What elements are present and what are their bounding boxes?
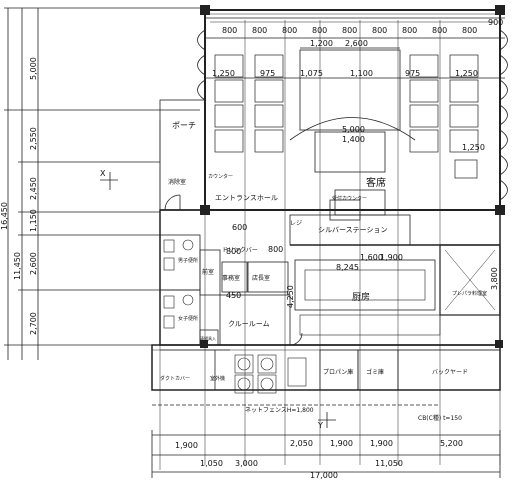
dim-left-seg-1: 2,550 <box>29 127 38 150</box>
dim-left-seg-4: 2,600 <box>29 252 38 275</box>
label-counter: カウンター <box>208 173 233 180</box>
dim-bottom-mid-total: 11,050 <box>375 459 403 468</box>
dim-side-2: 450 <box>226 291 241 300</box>
label-kitchen: 厨房 <box>352 291 370 303</box>
label-outdoor-unit: 室外機 <box>210 375 225 382</box>
dim-top-0: 800 <box>222 26 237 35</box>
label-toilet-m: 男子便所 <box>178 257 198 264</box>
label-garbage: ゴミ庫 <box>366 368 384 376</box>
label-manager-room: 店長室 <box>252 274 270 282</box>
dim-top-5: 800 <box>372 26 387 35</box>
label-duct: ダクトカバー <box>160 375 190 382</box>
dim-top-1: 800 <box>252 26 267 35</box>
dim-bottom-3: 5,200 <box>440 439 463 448</box>
dim-hall-5: 1,250 <box>455 69 478 78</box>
dim-top-2: 800 <box>282 26 297 35</box>
dim-top-3: 800 <box>312 26 327 35</box>
dim-hall-2: 1,075 <box>300 69 323 78</box>
label-office: 事務室 <box>222 274 240 282</box>
dim-side-3: 600 <box>232 223 247 232</box>
dim-side-0: 800 <box>226 247 241 256</box>
dim-left-total: 16,450 <box>0 202 9 230</box>
dim-top-8: 800 <box>462 26 477 35</box>
label-cleaning: 消除室 <box>168 178 186 186</box>
label-propane: プロパン庫 <box>323 368 353 376</box>
label-guest-seats: 客席 <box>366 176 386 189</box>
dim-hall-3: 1,100 <box>350 69 373 78</box>
dim-bottom-2: 1,900 <box>370 439 393 448</box>
dim-center-top-1: 2,600 <box>345 39 368 48</box>
label-crew-room: クルールーム <box>228 320 270 328</box>
dim-left-seg-3: 1,150 <box>29 209 38 232</box>
dim-top-7: 800 <box>432 26 447 35</box>
label-fence: ネットフェンスH=1,800 <box>245 407 314 414</box>
dim-hall-0: 1,250 <box>212 69 235 78</box>
label-cleaning-closet: 清掃具入 <box>200 335 216 341</box>
dim-center-small-1: 1,900 <box>380 253 403 262</box>
dim-center-inner: 1,400 <box>342 135 365 144</box>
dim-left-seg-0: 5,000 <box>29 57 38 80</box>
dim-left-lower-total: 11,450 <box>13 252 22 280</box>
label-lounge: 前室 <box>202 268 214 276</box>
dim-side-4: 1,250 <box>462 143 485 152</box>
dim-top-4: 800 <box>342 26 357 35</box>
label-axis-x: X <box>100 169 106 178</box>
dim-bottom-left-2: 3,000 <box>235 459 258 468</box>
dim-right-depth: 3,800 <box>490 267 499 290</box>
dim-center-small-0: 1,600 <box>360 253 383 262</box>
dim-side-1: 800 <box>268 245 283 254</box>
dim-top-6: 800 <box>402 26 417 35</box>
label-prep-room: プレパラ料理室 <box>452 290 487 297</box>
dim-top-right: 900 <box>488 18 503 27</box>
dim-bottom-0: 2,050 <box>290 439 313 448</box>
dim-overall-width: 17,000 <box>310 471 338 480</box>
label-entrance-hall: エントランスホール <box>215 194 278 202</box>
dim-hall-1: 975 <box>260 69 275 78</box>
dim-bottom-left-0: 1,900 <box>175 441 198 450</box>
label-toilet-f: 女子便所 <box>178 315 198 322</box>
dim-center-top-0: 1,200 <box>310 39 333 48</box>
label-back-yard: バックヤード <box>432 369 468 376</box>
dim-left-seg-2: 2,450 <box>29 177 38 200</box>
dim-galley-width: 8,245 <box>336 263 359 272</box>
label-drink-bar: ドリンクバー <box>222 247 258 254</box>
dim-left-seg-5: 2,700 <box>29 312 38 335</box>
label-porch: ポーチ <box>172 121 196 130</box>
label-silver-station: シルバーステーション <box>318 226 388 234</box>
dim-bottom-1: 1,900 <box>330 439 353 448</box>
dim-center-mid: 5,000 <box>342 125 365 134</box>
label-reception: 受付カウンター <box>332 195 367 202</box>
label-cb: CB(C種) t=150 <box>418 414 462 422</box>
label-axis-y: Y <box>317 421 323 430</box>
label-register: レジ <box>290 220 302 227</box>
dim-hall-4: 975 <box>405 69 420 78</box>
dim-galley-depth: 4,250 <box>286 285 295 308</box>
dim-bottom-left-1: 1,050 <box>200 459 223 468</box>
